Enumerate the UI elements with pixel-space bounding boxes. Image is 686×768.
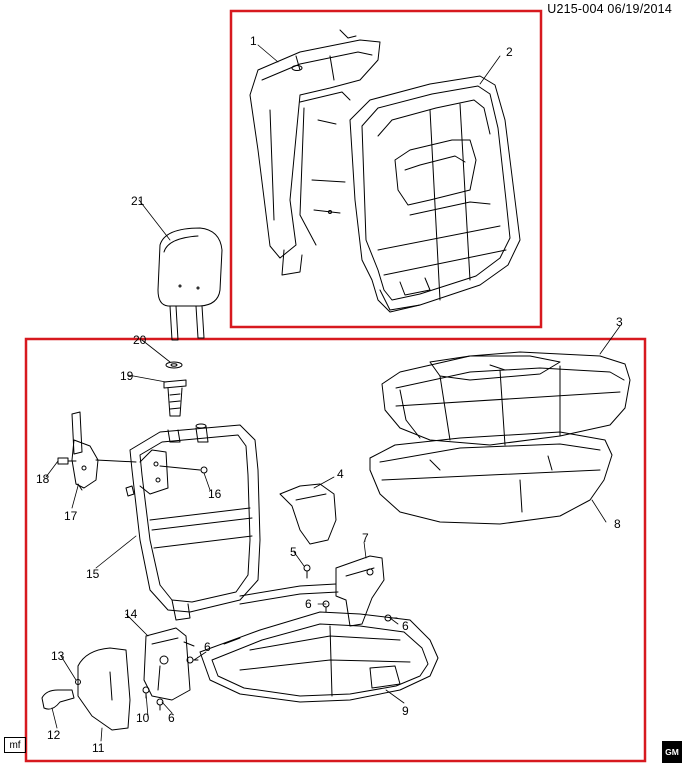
callout-6d: 6 xyxy=(168,711,175,725)
callout-5: 5 xyxy=(290,545,297,559)
callout-13: 13 xyxy=(51,649,65,663)
trim-screw xyxy=(303,564,311,579)
seat-side-trim-cover xyxy=(279,483,337,545)
head-restraint xyxy=(157,227,223,341)
handle-clip xyxy=(75,679,81,685)
callout-11: 11 xyxy=(92,741,105,755)
bolt-6a xyxy=(322,600,330,613)
recliner-mechanism xyxy=(143,627,195,701)
seat-pivot-bracket xyxy=(239,555,385,627)
mf-tag: mf xyxy=(4,737,26,753)
head-restraint-washer xyxy=(165,361,183,369)
callout-12: 12 xyxy=(47,728,61,742)
callout-6c: 6 xyxy=(204,640,211,654)
recliner-handle xyxy=(41,689,75,710)
lower-highlight-box xyxy=(24,337,647,763)
callout-6b: 6 xyxy=(402,619,409,633)
callout-17: 17 xyxy=(64,509,78,523)
callout-8: 8 xyxy=(614,517,621,531)
seat-cushion-pad xyxy=(369,431,613,525)
callout-18: 18 xyxy=(36,472,50,486)
diagram-code-date: U215-004 06/19/2014 xyxy=(547,2,672,16)
latch-bolt xyxy=(57,457,77,465)
gm-logo: GM xyxy=(662,741,682,763)
callout-15: 15 xyxy=(86,567,100,581)
upper-highlight-box xyxy=(229,9,543,329)
bolt-6d xyxy=(156,698,164,711)
seat-back-rear-panel xyxy=(249,29,381,276)
seat-pan-frame xyxy=(199,611,439,703)
callout-3: 3 xyxy=(616,315,623,329)
head-restraint-guide xyxy=(163,379,187,417)
callout-21: 21 xyxy=(131,194,145,208)
callout-7: 7 xyxy=(362,531,369,545)
seat-back-cushion xyxy=(349,75,521,313)
callout-4: 4 xyxy=(337,467,344,481)
bolt-6c xyxy=(186,656,199,664)
leader-lines xyxy=(45,44,621,742)
seat-back-latch xyxy=(71,411,137,491)
callout-19: 19 xyxy=(120,369,134,383)
callout-2: 2 xyxy=(506,45,513,59)
callout-labels: 1 2 3 4 5 6 6 6 6 7 8 9 10 11 12 13 14 1… xyxy=(36,34,623,755)
callout-14: 14 xyxy=(124,607,138,621)
seat-back-frame xyxy=(125,423,261,621)
callout-20: 20 xyxy=(133,333,147,347)
callout-1: 1 xyxy=(250,34,257,48)
callout-6a: 6 xyxy=(305,597,312,611)
callout-10: 10 xyxy=(136,711,150,725)
seat-cushion xyxy=(381,351,631,446)
callout-9: 9 xyxy=(402,704,409,718)
callout-16: 16 xyxy=(208,487,222,501)
recliner-cover xyxy=(77,647,131,731)
